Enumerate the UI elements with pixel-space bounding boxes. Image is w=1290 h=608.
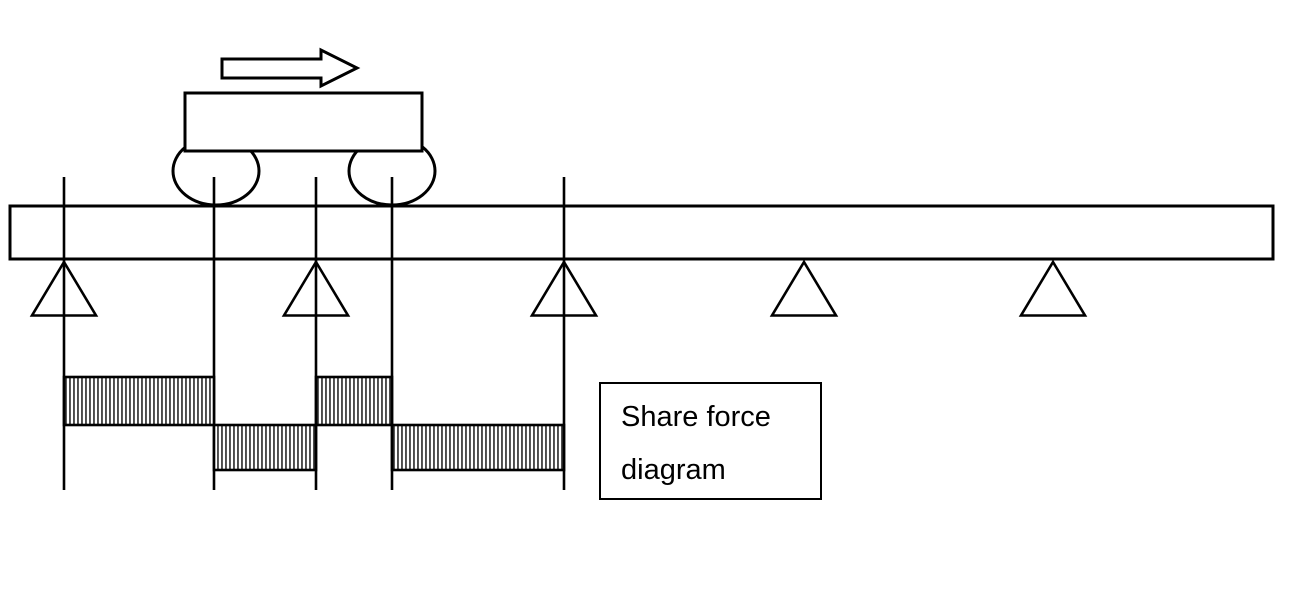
shear-block-positive-2 — [314, 375, 394, 427]
shear-diagram-label-line-1: Share force — [621, 401, 771, 433]
support-triangle-5 — [1018, 259, 1088, 317]
shear-block-negative-1 — [212, 423, 318, 472]
beam — [8, 204, 1275, 261]
support-triangle-3 — [529, 259, 599, 317]
vehicle-body — [183, 91, 424, 153]
support-triangle-4 — [769, 259, 839, 317]
shear-diagram-label-box: Share force diagram — [599, 382, 822, 500]
shear-block-negative-2 — [390, 423, 566, 472]
shear-block-positive-1 — [62, 375, 216, 427]
support-triangle-2 — [281, 259, 351, 317]
shear-diagram-label-line-2: diagram — [621, 454, 726, 486]
travel-direction-arrow-icon — [220, 47, 361, 89]
support-triangle-1 — [29, 259, 99, 317]
